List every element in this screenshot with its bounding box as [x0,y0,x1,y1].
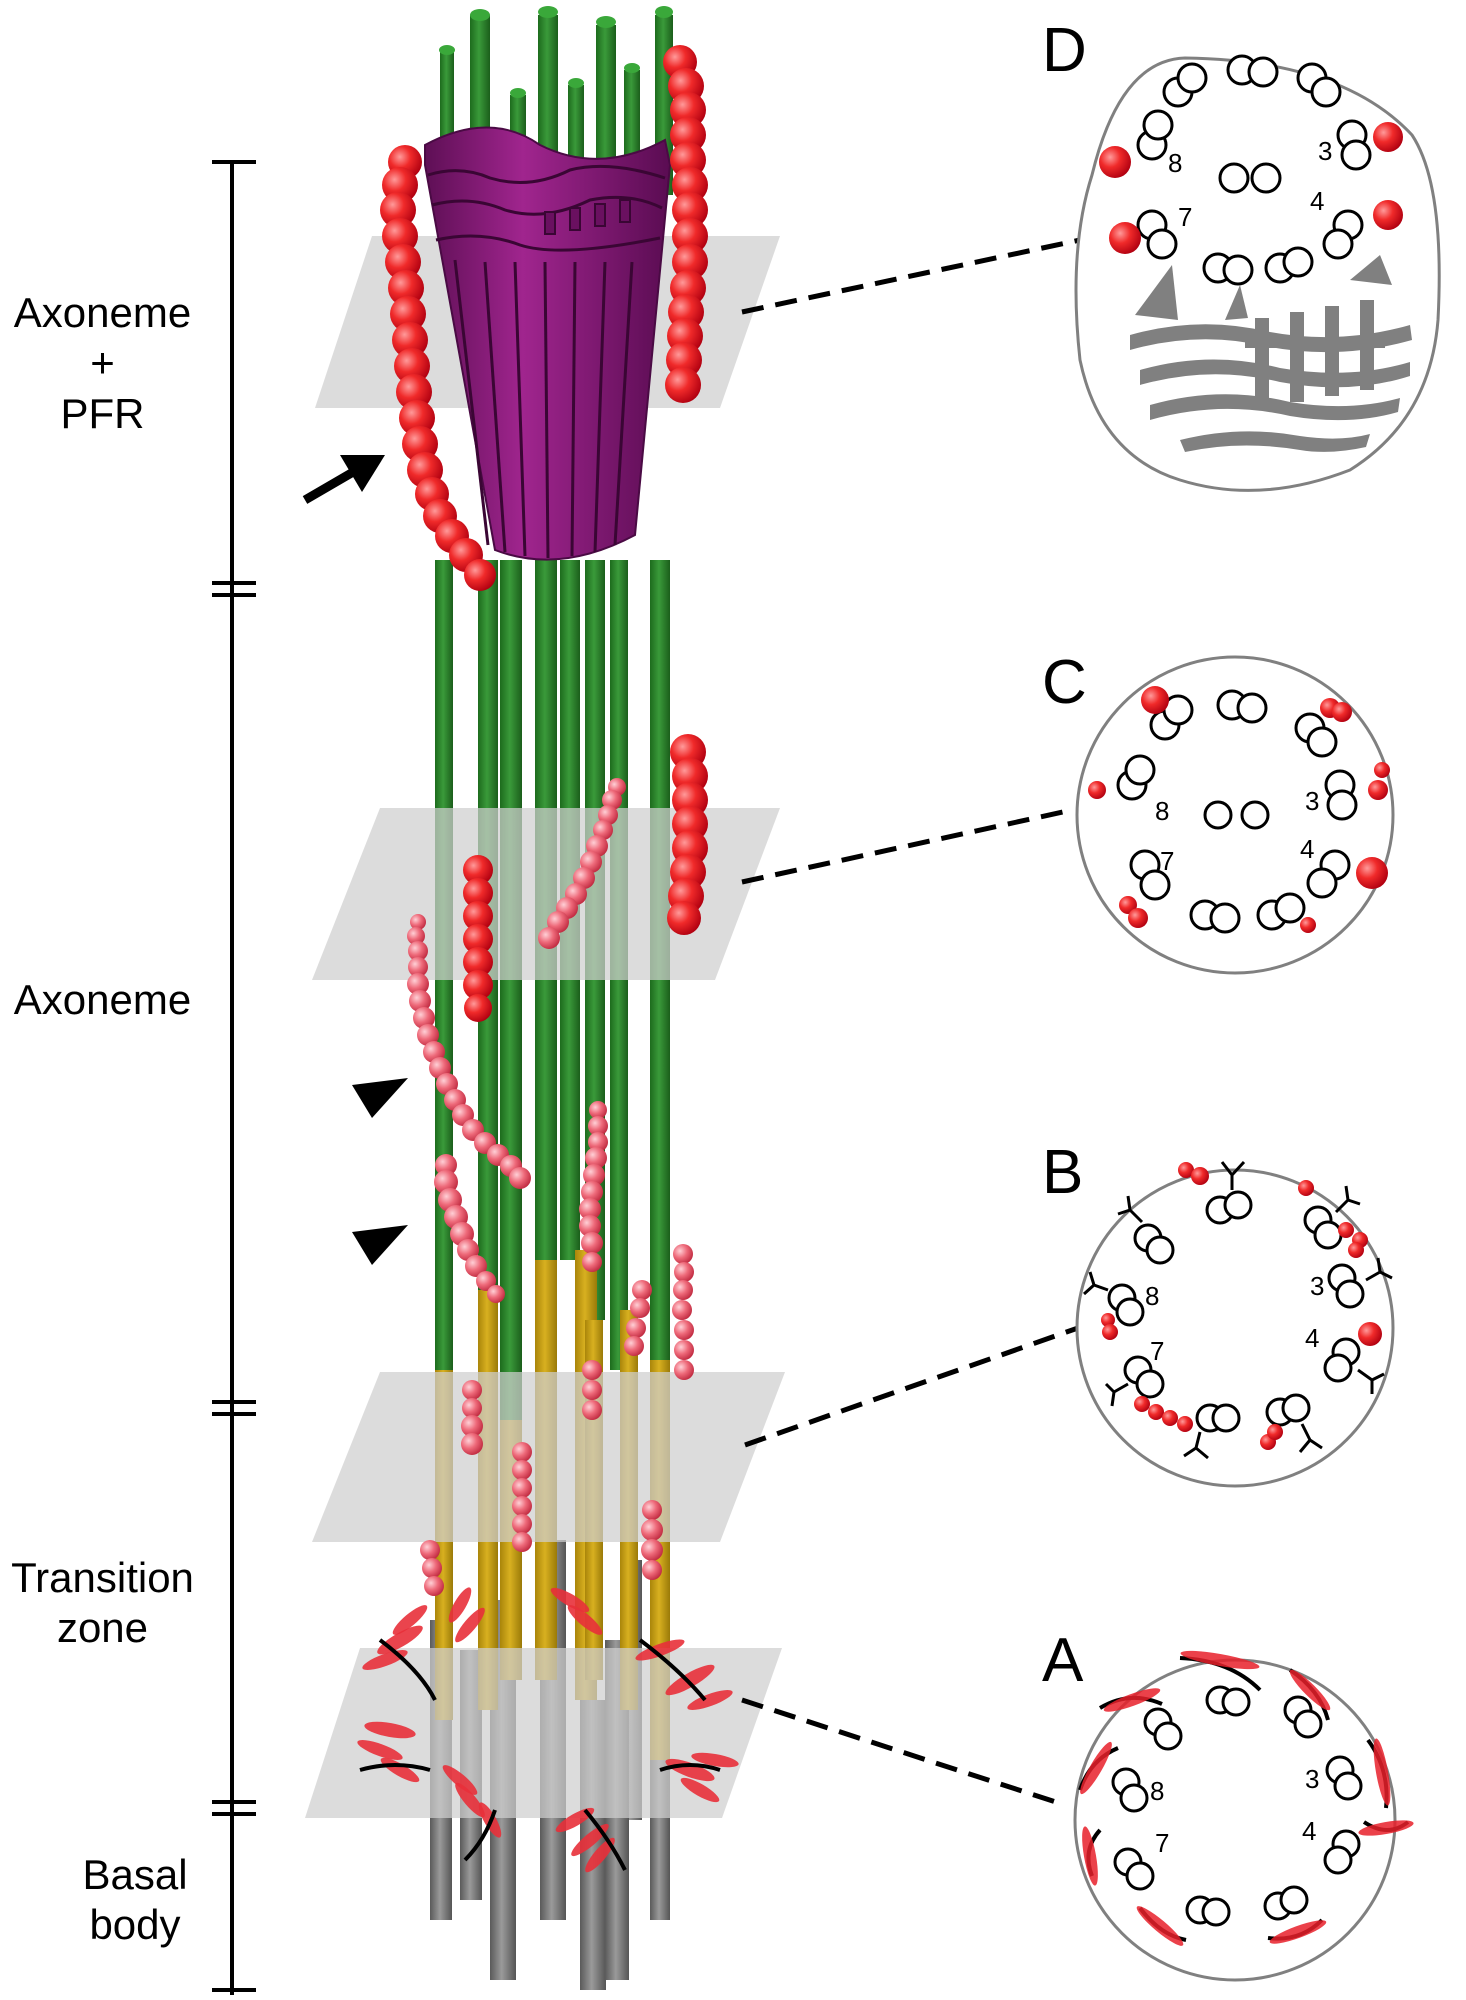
panel-letter-a: A [1042,1626,1084,1695]
label-axoneme: Axoneme [13,976,192,1023]
panel-a-cross-section: 8 7 3 4 [1073,1650,1414,1982]
panel-letter-b: B [1042,1138,1084,1207]
label-transition-zone: Transition zone [0,1553,205,1654]
label-axoneme-pfr-line3: PFR [60,389,145,437]
label-axoneme-pfr-line1: Axoneme [13,289,192,336]
panel-letter-c: C [1042,648,1087,717]
panel-a-number-7: 7 [1155,1828,1169,1858]
arrow-icon [302,455,385,504]
panel-a-number-8: 8 [1150,1776,1164,1806]
panel-d-number-4: 4 [1310,186,1324,216]
microtubule-tips [439,6,673,98]
panel-c-number-7: 7 [1160,846,1174,876]
panel-b-cross-section: 8 7 3 4 [1075,1160,1395,1488]
dashed-connectors [741,237,1081,1808]
pink-particle-chains [407,778,694,1596]
label-basal-body: Basal body [60,1850,210,1951]
label-transition-zone-line2: zone [56,1604,149,1652]
region-bracket [212,160,256,1995]
arrowhead-icon-2 [352,1225,408,1265]
panel-d-number-3: 3 [1318,136,1332,166]
panel-a-number-4: 4 [1302,1816,1316,1846]
pfr-right-sphere-chain [663,45,708,403]
panel-c-number-8: 8 [1155,796,1169,826]
arrowhead-icon-1 [352,1078,408,1118]
label-basal-body-line1: Basal [82,1851,188,1898]
panel-c-cross-section: 8 7 3 4 [1075,655,1395,975]
panel-letter-d: D [1042,16,1087,85]
label-basal-body-line2: body [89,1901,181,1949]
panel-b-number-4: 4 [1305,1323,1319,1353]
pfr-left-sphere-chain [380,145,496,591]
label-axoneme-pfr-line2: + [90,339,115,387]
panel-b-number-3: 3 [1310,1271,1324,1301]
axoneme-right-sphere-stack [667,734,708,935]
panel-d-cross-section: 8 7 3 4 [1074,54,1441,492]
panel-c-number-3: 3 [1305,786,1319,816]
paraflagellar-rod [424,126,672,561]
panel-b-number-7: 7 [1150,1336,1164,1366]
transition-fibre-arcs [359,1638,721,1871]
panel-a-number-3: 3 [1305,1764,1319,1794]
axoneme-left-sphere-stack [463,855,493,1022]
panel-d-number-8: 8 [1168,148,1182,178]
panel-d-number-7: 7 [1178,202,1192,232]
label-axoneme-pfr: Axoneme + PFR [0,288,205,439]
panel-b-number-8: 8 [1145,1281,1159,1311]
label-transition-zone-line1: Transition [11,1554,194,1601]
panel-c-number-4: 4 [1300,834,1314,864]
